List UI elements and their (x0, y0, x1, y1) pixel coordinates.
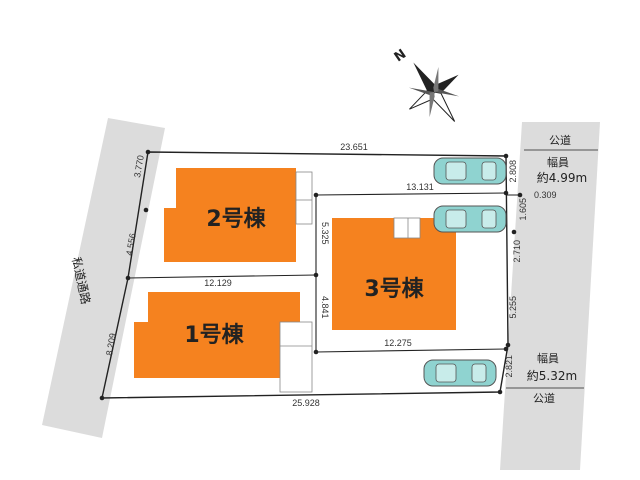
car-icon (423, 359, 497, 387)
dim-west-upper: 3.770 (132, 154, 146, 178)
divider-mid-west (127, 274, 317, 279)
east-north-road-label: 公道 (549, 133, 571, 147)
dim-center-lower: 4.841 (320, 296, 330, 319)
dim-east-2: 0.309 (534, 190, 557, 200)
dim-mid-west: 12.129 (204, 278, 232, 288)
building-2[interactable]: 2号棟 (164, 168, 313, 262)
west-private-road (42, 118, 165, 438)
boundary-markers (99, 149, 523, 401)
dim-east-4: 2.710 (512, 240, 522, 263)
east-south-road-width-value: 約5.32m (527, 368, 577, 383)
divider-mid-east (315, 348, 507, 353)
dim-east-6: 2.821 (504, 355, 514, 378)
dim-west-lower: 8.209 (104, 332, 118, 356)
east-public-road (500, 122, 600, 470)
dim-upper-inner: 13.131 (406, 182, 434, 192)
dim-east-1: 2.808 (508, 160, 518, 183)
compass-rose-icon (408, 62, 460, 122)
car-icon (433, 205, 507, 233)
building-3[interactable]: 3号棟 (332, 217, 456, 330)
dim-west-middle: 4.556 (124, 232, 138, 256)
dim-center-upper: 5.325 (320, 222, 330, 245)
building-1-label: 1号棟 (184, 322, 244, 348)
dim-top: 23.651 (340, 142, 368, 152)
divider-upper (315, 192, 507, 196)
car-icon (433, 157, 507, 185)
compass-label: N (392, 47, 410, 66)
dim-bottom: 25.928 (292, 398, 320, 408)
building-2-label: 2号棟 (206, 206, 266, 232)
east-south-road-width-title: 幅員 (537, 352, 559, 365)
dim-east-3: 1.605 (518, 198, 528, 221)
dim-mid-east: 12.275 (384, 338, 412, 348)
building-3-label: 3号棟 (364, 276, 424, 302)
east-north-road-width-value: 約4.99m (537, 170, 587, 185)
building-1[interactable]: 1号棟 (134, 292, 313, 393)
east-north-road-width-title: 幅員 (547, 156, 569, 169)
dim-east-5: 5.255 (508, 296, 518, 319)
east-south-road-label: 公道 (533, 391, 555, 405)
